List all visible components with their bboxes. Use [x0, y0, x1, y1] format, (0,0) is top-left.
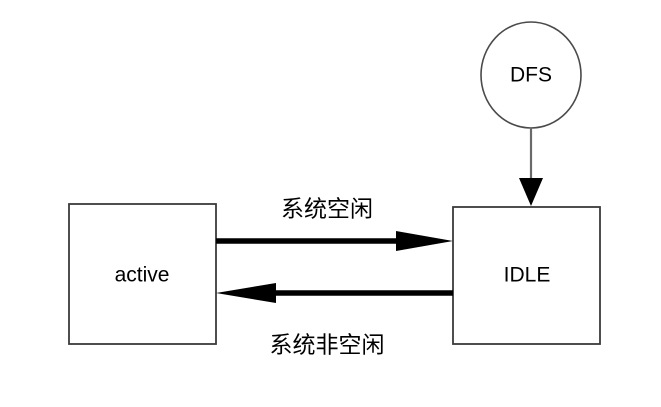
edge-idle-to-active[interactable] [216, 283, 453, 303]
idle-to-active-arrowhead [216, 283, 276, 303]
idle-box-shape [452, 206, 601, 345]
node-active-label: active [115, 264, 170, 287]
node-idle-label: IDLE [504, 264, 551, 287]
node-active[interactable]: active [68, 203, 217, 345]
dfs-to-idle-arrowhead [519, 178, 543, 206]
edge-label-system-not-idle: 系统非空闲 [270, 333, 385, 359]
edge-active-to-idle[interactable] [216, 231, 453, 251]
active-box-shape [68, 203, 217, 345]
edge-dfs-to-idle[interactable] [519, 128, 543, 206]
node-dfs[interactable]: DFS [480, 21, 582, 129]
edge-label-system-idle: 系统空闲 [281, 197, 373, 223]
active-to-idle-arrowhead [396, 231, 453, 251]
node-dfs-label: DFS [510, 64, 552, 87]
node-idle[interactable]: IDLE [452, 206, 601, 345]
